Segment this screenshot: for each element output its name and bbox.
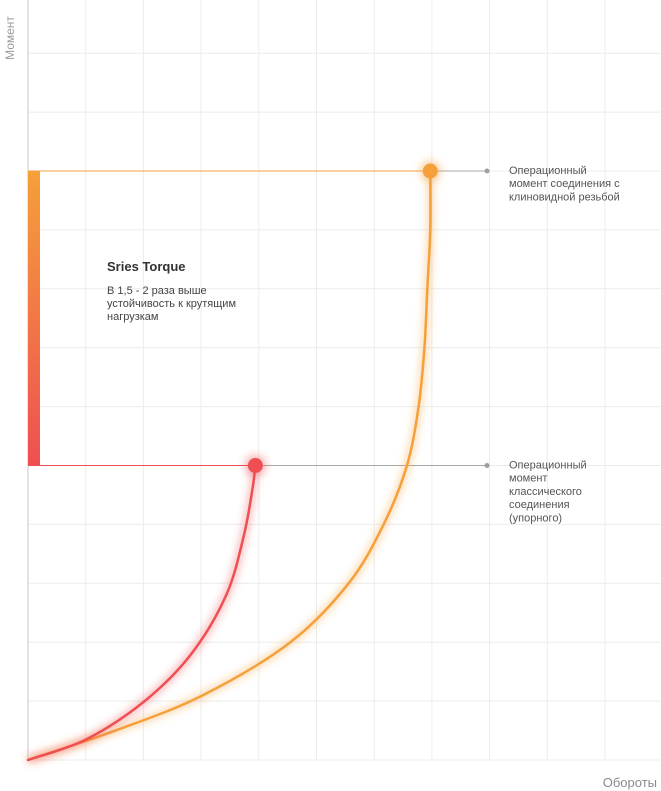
annotation-dot-2 (484, 463, 490, 468)
callout-line-2: устойчивость к крутящим (107, 298, 236, 310)
annotation-upper-line-3: клиновидной резьбой (509, 191, 620, 203)
series-glow-2 (27, 465, 259, 763)
annotation-lower-line-5: (упорного) (509, 512, 562, 524)
annotation-lower-line-1: Операционный (509, 460, 587, 472)
annotation-lower-line-4: соединения (509, 499, 570, 511)
annotation-lower-line-2: момент (509, 473, 547, 485)
grid (28, 0, 661, 761)
callout-line-3: нагрузкам (107, 311, 158, 323)
series (26, 160, 442, 763)
series-marker-2 (247, 458, 263, 473)
annotation-upper-line-1: Операционный (509, 165, 587, 177)
callout: Sries Torque В 1,5 - 2 раза выше устойчи… (107, 259, 236, 323)
annotation-upper-line-2: момент соединения с (509, 178, 620, 190)
annotation-lower-line-3: классического (509, 486, 582, 498)
series-line-2 (26, 464, 257, 762)
torque-range-bracket (28, 171, 40, 466)
x-axis-label: Обороты (603, 775, 657, 790)
callout-title: Sries Torque (107, 259, 186, 274)
callout-line-1: В 1,5 - 2 раза выше (107, 285, 207, 297)
annotation-dot-1 (484, 168, 490, 174)
series-line-1 (26, 169, 432, 762)
series-marker-1 (422, 163, 438, 179)
reference-lines (28, 168, 490, 468)
y-axis-label: Момент (3, 16, 17, 60)
